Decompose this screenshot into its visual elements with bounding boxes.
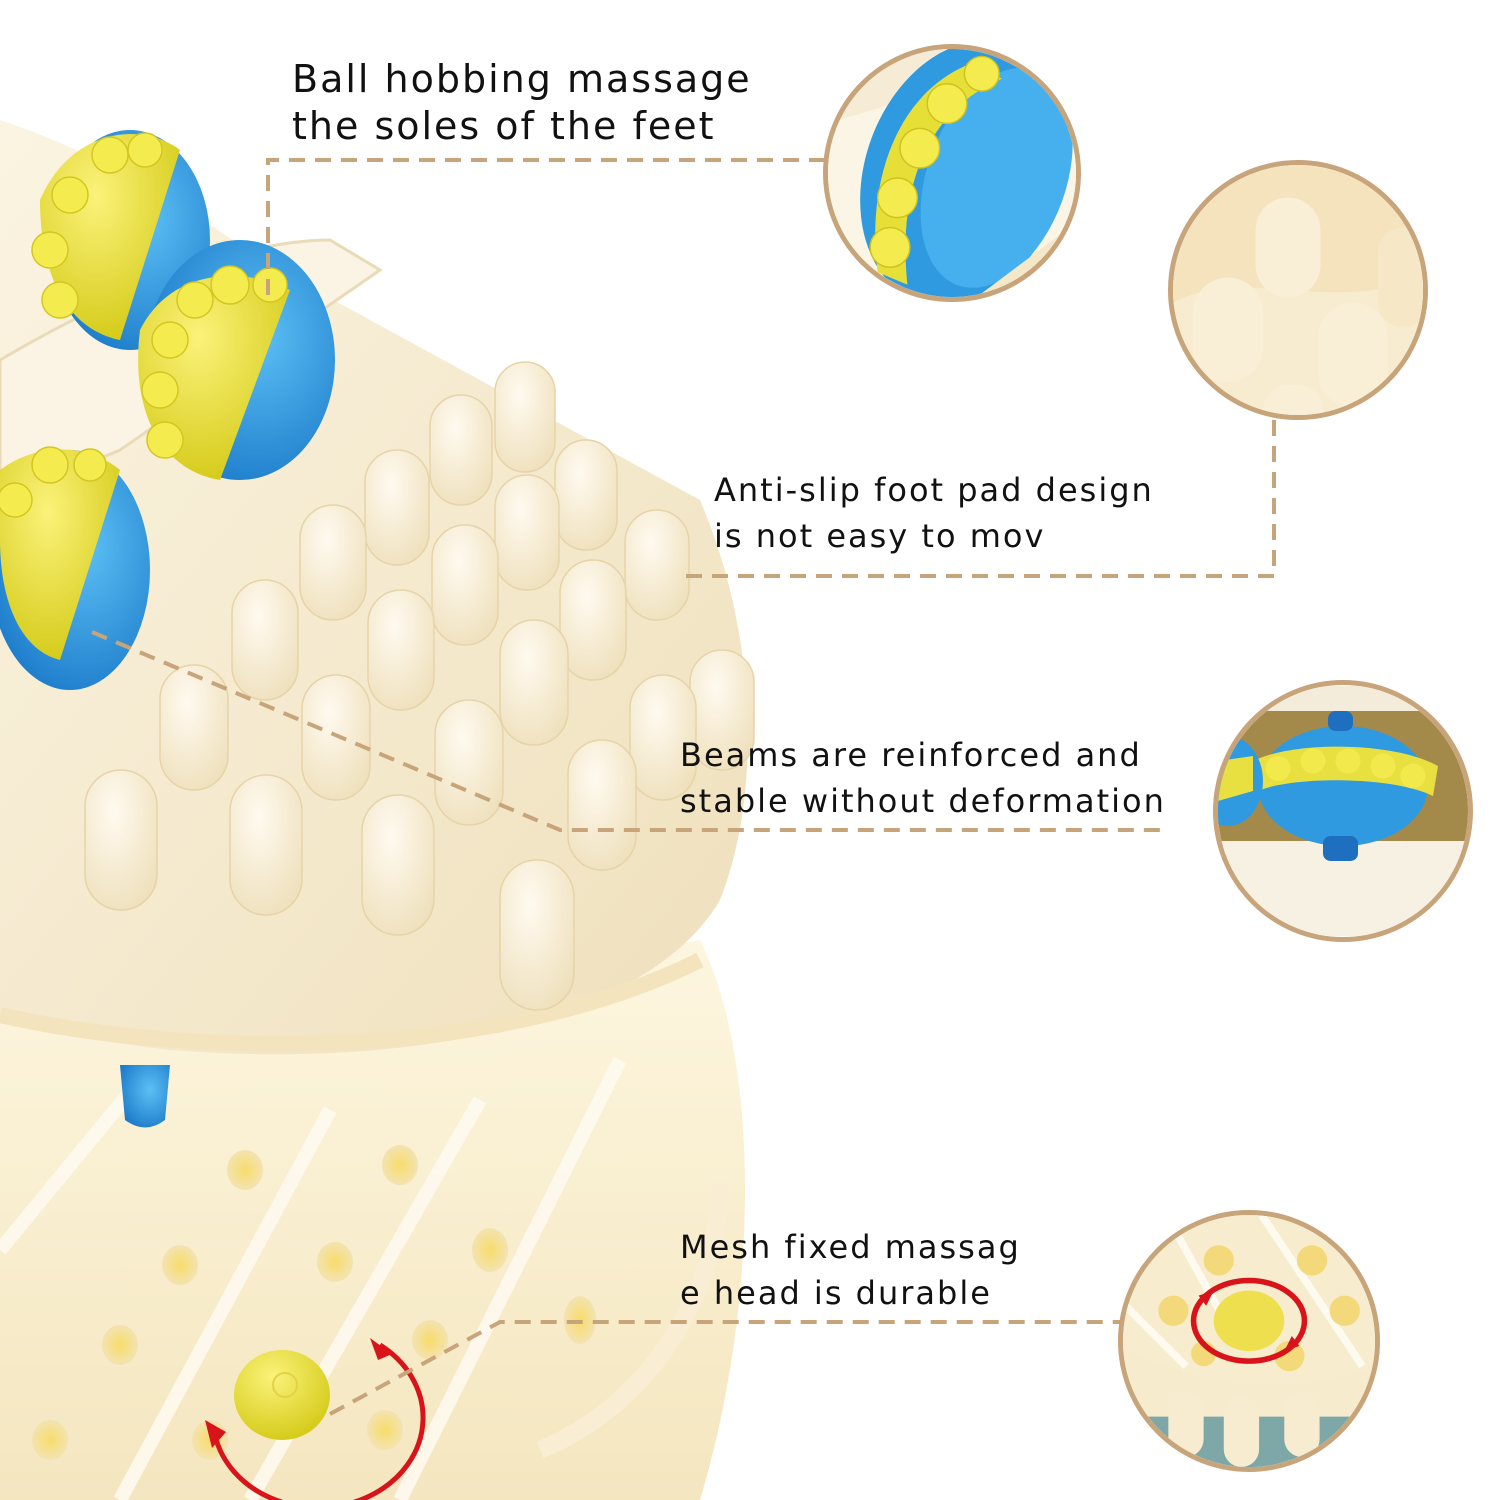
caption-line: stable without deformation [680,782,1166,820]
feature-caption-mesh-head: Mesh fixed massag e head is durable [680,1224,1021,1316]
feature-caption-beams: Beams are reinforced and stable without … [680,732,1166,824]
caption-line: is not easy to mov [714,517,1046,555]
detail-circle-mesh-head [1118,1210,1380,1472]
caption-line: e head is durable [680,1274,992,1312]
caption-line: Anti-slip foot pad design [714,471,1154,509]
caption-line: Mesh fixed massag [680,1228,1021,1266]
feature-caption-anti-slip: Anti-slip foot pad design is not easy to… [714,467,1154,559]
caption-line: Beams are reinforced and [680,736,1142,774]
blue-yellow-roller-icon [828,49,1076,297]
rotating-yellow-head-icon [1123,1215,1375,1467]
detail-circle-nubs [1168,160,1428,420]
detail-circle-beam [1213,680,1473,942]
feature-caption-ball-hobbing: Ball hobbing massage the soles of the fe… [292,56,752,150]
roller-on-beam-icon [1218,686,1468,936]
roller-body [0,120,755,1055]
massage-roller [138,240,335,480]
massage-roller [31,130,210,350]
massage-roller [0,446,150,690]
cream-nubs-icon [1173,165,1423,415]
caption-line: Ball hobbing massage [292,57,752,101]
detail-circle-roller [823,44,1081,302]
caption-line: the soles of the feet [292,104,716,148]
